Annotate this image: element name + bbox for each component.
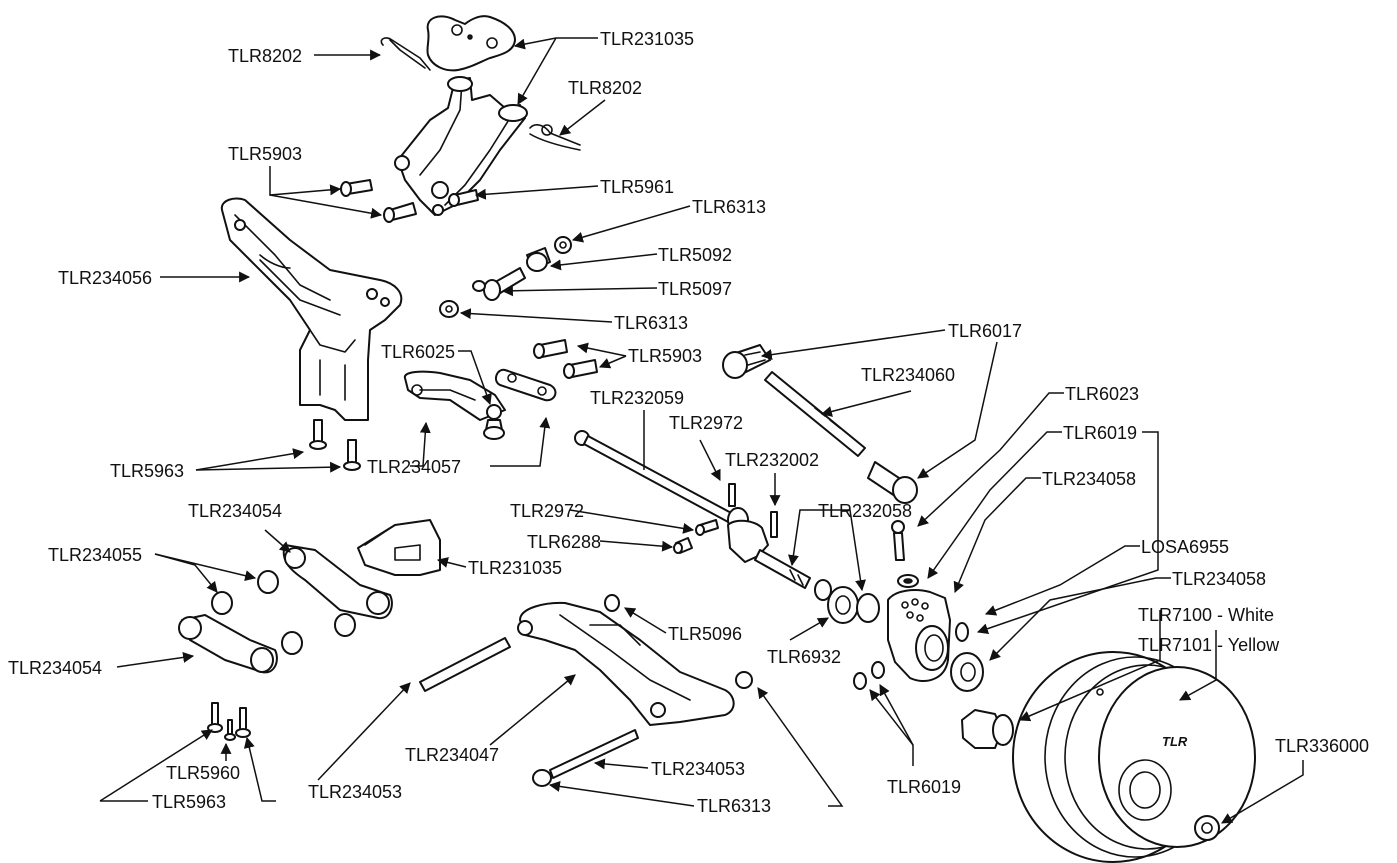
label-tlr6025: TLR6025 bbox=[381, 342, 455, 362]
camber-link-plate bbox=[494, 368, 557, 402]
label-tlr8202-b: TLR8202 bbox=[568, 78, 642, 98]
arm-mount-tlr234054-lower bbox=[178, 614, 278, 674]
washers-tlr6019-lower bbox=[853, 661, 885, 690]
screw-tlr5903-lower bbox=[383, 202, 417, 223]
hex-tlr234058 bbox=[961, 709, 1014, 749]
bushing-tlr234055-upper bbox=[257, 570, 279, 594]
label-tlr5963-b: TLR5963 bbox=[152, 792, 226, 812]
label-tlr234053-b: TLR234053 bbox=[308, 782, 402, 802]
label-tlr5903-a: TLR5903 bbox=[228, 144, 302, 164]
label-tlr232058: TLR232058 bbox=[818, 501, 912, 521]
label-tlr6019-a: TLR6019 bbox=[1063, 423, 1137, 443]
label-tlr6019-b: TLR6019 bbox=[887, 777, 961, 797]
set-screw-tlr6288 bbox=[673, 537, 693, 554]
hub-carrier-tlr234058 bbox=[887, 589, 951, 682]
wheel-tlr7100: TLR bbox=[1012, 651, 1256, 863]
screws-tlr5963-tower bbox=[309, 419, 361, 471]
label-tlr7101: TLR7101 - Yellow bbox=[1138, 635, 1280, 655]
body-clip-left bbox=[380, 37, 431, 71]
rod-end-tlr6017-lower bbox=[867, 461, 918, 504]
driveshaft-tlr232059 bbox=[574, 430, 749, 533]
label-tlr6023: TLR6023 bbox=[1065, 384, 1139, 404]
label-tlr5092: TLR5092 bbox=[658, 245, 732, 265]
nut-tlr6313-mid bbox=[439, 300, 459, 318]
ball-stud-tlr5097 bbox=[472, 267, 526, 301]
label-tlr6313-c: TLR6313 bbox=[697, 796, 771, 816]
label-tlr231035-a: TLR231035 bbox=[600, 29, 694, 49]
tower-mount-plate bbox=[426, 15, 516, 72]
label-tlr6017: TLR6017 bbox=[948, 321, 1022, 341]
label-tlr7100: TLR7100 - White bbox=[1138, 605, 1274, 625]
label-tlr2972-b: TLR2972 bbox=[510, 501, 584, 521]
spacer-tlr5092 bbox=[526, 247, 551, 272]
label-tlr234060: TLR234060 bbox=[861, 365, 955, 385]
label-tlr5960: TLR5960 bbox=[166, 763, 240, 783]
axle-tlr232058 bbox=[727, 519, 811, 589]
label-tlr8202-a: TLR8202 bbox=[228, 46, 302, 66]
label-tlr234047: TLR234047 bbox=[405, 745, 499, 765]
screw-tlr5903-upper bbox=[340, 179, 373, 197]
shock-tower bbox=[220, 197, 403, 421]
label-losa6955: LOSA6955 bbox=[1141, 537, 1229, 557]
label-tlr5097: TLR5097 bbox=[658, 279, 732, 299]
bearing-small bbox=[814, 579, 832, 601]
label-tlr5963-a: TLR5963 bbox=[110, 461, 184, 481]
screw-tlr5903-a bbox=[533, 339, 568, 359]
label-tlr5961: TLR5961 bbox=[600, 177, 674, 197]
pivot-ball-tlr6025 bbox=[483, 404, 505, 440]
pin-tlr2972-lower bbox=[695, 519, 719, 536]
bearing-tlr6932-b bbox=[856, 593, 880, 623]
label-tlr2972-a: TLR2972 bbox=[669, 413, 743, 433]
pin-tlr2972-upper bbox=[728, 483, 736, 507]
hinge-pin-tlr234053-short bbox=[549, 729, 639, 779]
wheel-logo-text: TLR bbox=[1162, 734, 1188, 749]
label-tlr234057: TLR234057 bbox=[367, 457, 461, 477]
bushing-lower-right bbox=[334, 613, 356, 637]
arm-mount-tlr231035 bbox=[357, 519, 441, 576]
part-labels: TLR8202 TLR231035 TLR8202 TLR5903 TLR596… bbox=[8, 29, 1369, 816]
label-tlr234058-b: TLR234058 bbox=[1172, 569, 1266, 589]
bushing-tlr234055-a bbox=[211, 591, 233, 615]
ball-stud-tlr6023 bbox=[891, 520, 905, 561]
label-tlr234053-a: TLR234053 bbox=[651, 759, 745, 779]
label-tlr234058-a: TLR234058 bbox=[1042, 469, 1136, 489]
washer-tlr6019-right bbox=[955, 622, 969, 642]
wheel-nut-tlr336000 bbox=[1194, 815, 1220, 841]
bearing-losa6955 bbox=[950, 652, 984, 692]
label-tlr6288: TLR6288 bbox=[527, 532, 601, 552]
pin-tlr232002 bbox=[770, 511, 778, 538]
label-tlr5903-b: TLR5903 bbox=[628, 346, 702, 366]
label-tlr232059: TLR232059 bbox=[590, 388, 684, 408]
label-tlr6313-b: TLR6313 bbox=[614, 313, 688, 333]
bushing-tlr234055-b bbox=[281, 631, 303, 655]
camber-link-mount bbox=[403, 370, 506, 421]
bearing-tlr6932-a bbox=[827, 586, 859, 624]
arm-mount-tlr234054-upper bbox=[282, 544, 393, 620]
label-tlr234054-a: TLR234054 bbox=[188, 501, 282, 521]
shock-mount-bracket bbox=[394, 76, 528, 216]
label-tlr234056: TLR234056 bbox=[58, 268, 152, 288]
label-tlr234054-b: TLR234054 bbox=[8, 658, 102, 678]
screw-tlr5903-b bbox=[563, 359, 598, 379]
nut-tlr6313-top bbox=[554, 236, 572, 254]
washer-tlr6019-top bbox=[897, 574, 919, 588]
label-tlr232002: TLR232002 bbox=[725, 450, 819, 470]
screw-tlr5961 bbox=[448, 189, 479, 207]
screws-tlr5963-lower bbox=[207, 702, 251, 741]
label-tlr336000: TLR336000 bbox=[1275, 736, 1369, 756]
label-tlr6932: TLR6932 bbox=[767, 647, 841, 667]
nut-tlr6313-bottom bbox=[532, 769, 552, 787]
washer-tlr5096 bbox=[604, 594, 620, 612]
lower-arm-tlr234047 bbox=[517, 601, 753, 726]
label-tlr6313-a: TLR6313 bbox=[692, 197, 766, 217]
label-tlr234055: TLR234055 bbox=[48, 545, 142, 565]
hinge-pin-tlr234053-long bbox=[419, 637, 511, 692]
label-tlr231035-b: TLR231035 bbox=[468, 558, 562, 578]
body-clip-right bbox=[529, 124, 581, 151]
leader-lines bbox=[99, 37, 1304, 824]
label-tlr5096: TLR5096 bbox=[668, 624, 742, 644]
turnbuckle-tlr234060 bbox=[764, 371, 866, 457]
rod-end-tlr6017-upper bbox=[722, 344, 771, 379]
